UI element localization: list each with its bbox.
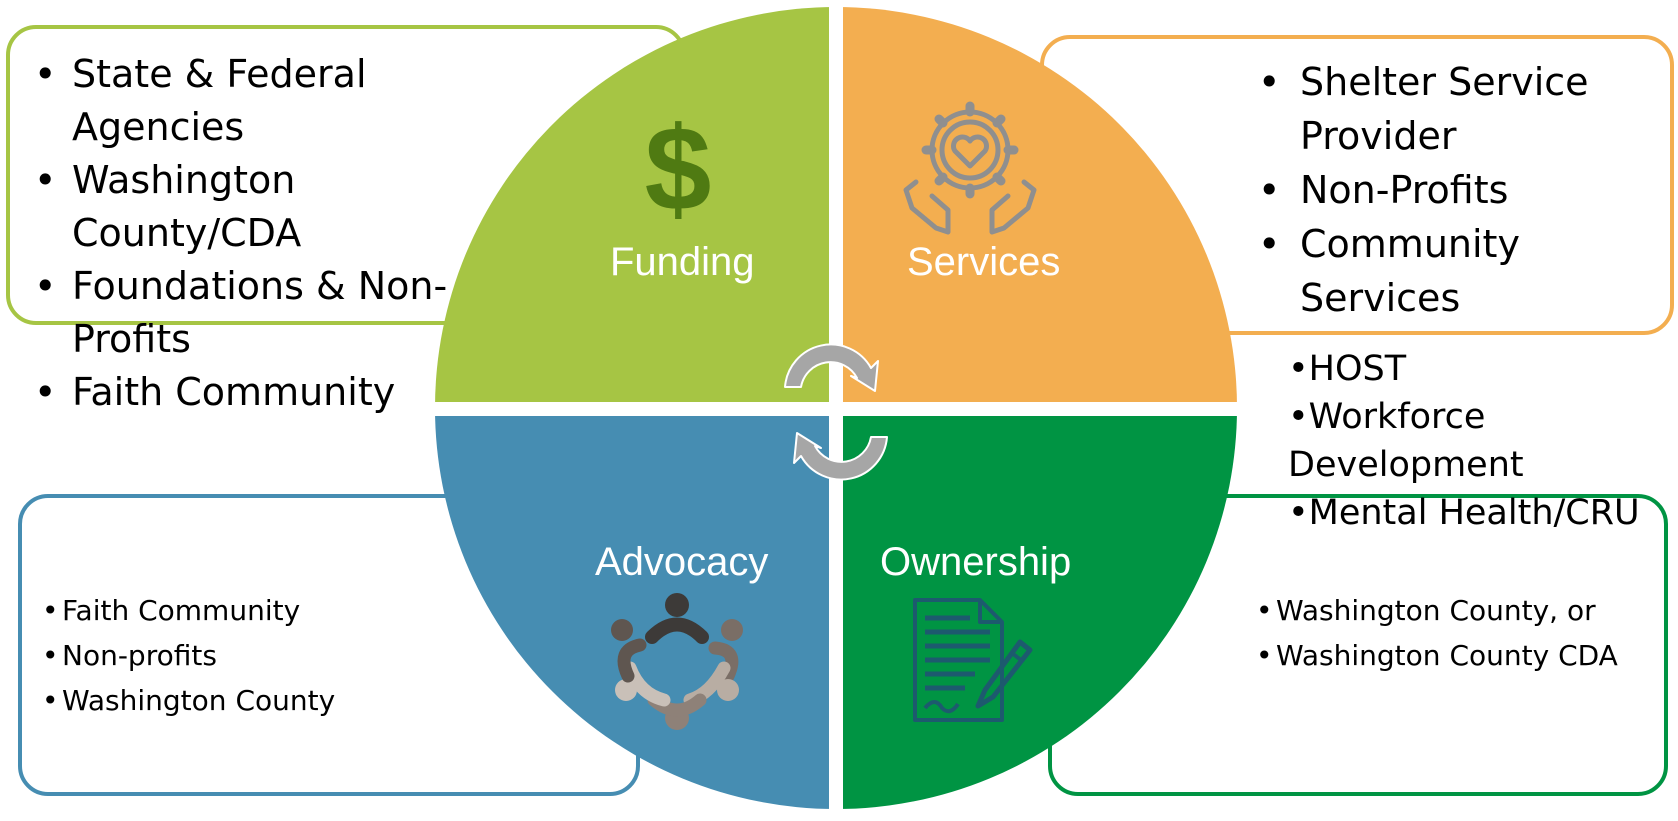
services-sub-list: •HOST •Workforce Development •Mental Hea…: [1288, 345, 1678, 537]
list-item: Shelter Service Provider: [1240, 55, 1660, 163]
list-item: Washington County: [38, 678, 458, 723]
funding-quadrant: [435, 7, 836, 408]
list-item: Washington County CDA: [1252, 633, 1672, 678]
list-item: Non-Profits: [1240, 163, 1660, 217]
funding-list: State & Federal Agencies Washington Coun…: [12, 48, 482, 419]
list-item: Non-profits: [38, 633, 458, 678]
list-item: Washington County/CDA: [12, 154, 482, 260]
people-circle-icon: [611, 593, 743, 730]
dollar-sign-icon: $: [645, 102, 712, 236]
services-label: Services: [907, 240, 1061, 284]
cycle-arrows-icon: [784, 343, 888, 481]
caring-hands-gear-icon: [903, 101, 1037, 235]
list-item: Foundations & Non-Profits: [12, 260, 482, 366]
advocacy-label: Advocacy: [595, 540, 769, 584]
services-quadrant: [836, 7, 1237, 408]
list-item: Community Services: [1240, 217, 1660, 325]
list-item: State & Federal Agencies: [12, 48, 482, 154]
list-item: •Workforce Development: [1288, 397, 1524, 485]
advocacy-quadrant: [435, 408, 836, 809]
list-item: Faith Community: [12, 366, 482, 419]
services-list: Shelter Service Provider Non-Profits Com…: [1240, 55, 1660, 325]
advocacy-list: Faith Community Non-profits Washington C…: [38, 588, 458, 723]
ownership-label: Ownership: [880, 540, 1072, 584]
contract-signing-icon: [913, 598, 1033, 722]
list-item: Washington County, or: [1252, 588, 1672, 633]
funding-label: Funding: [610, 240, 755, 284]
ownership-quadrant: [836, 408, 1237, 809]
ownership-list: Washington County, or Washington County …: [1252, 588, 1672, 678]
list-item: •HOST: [1288, 349, 1407, 389]
list-item: •Mental Health/CRU: [1288, 493, 1640, 533]
list-item: Faith Community: [38, 588, 458, 633]
svg-text:$: $: [645, 102, 712, 236]
